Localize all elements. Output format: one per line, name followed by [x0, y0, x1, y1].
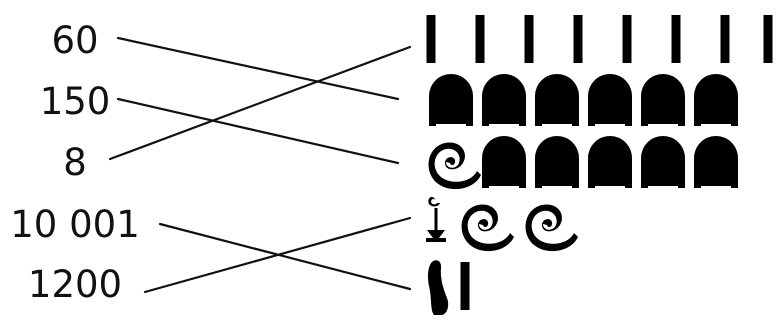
coil-of-rope-icon — [429, 143, 481, 190]
stroke-glyph-icon — [721, 15, 730, 63]
number-8: 8 — [63, 141, 87, 184]
heel-bone-icon — [694, 74, 738, 126]
number-10001: 10 001 — [10, 203, 139, 246]
number-60: 60 — [51, 19, 98, 62]
stroke-glyph-icon — [672, 15, 681, 63]
stroke-glyph-icon — [476, 15, 485, 63]
hieroglyph-row-2 — [429, 74, 738, 126]
heel-bone-icon — [482, 74, 526, 126]
stroke-glyph-icon — [427, 15, 436, 63]
connector-8-to-row1 — [110, 47, 410, 159]
connector-150-to-row3 — [118, 99, 398, 163]
connector-1200-to-row4 — [145, 218, 410, 292]
number-150: 150 — [40, 80, 111, 123]
heel-bone-icon — [641, 74, 685, 126]
coil-of-rope-icon — [462, 205, 514, 252]
stroke-glyph-icon — [525, 15, 534, 63]
stroke-glyph-icon — [764, 15, 773, 63]
heel-bone-icon — [482, 136, 526, 188]
hieroglyph-row-5 — [428, 260, 470, 315]
heel-bone-icon — [429, 74, 473, 126]
number-1200: 1200 — [28, 263, 122, 306]
heel-bone-icon — [535, 136, 579, 188]
hieroglyph-row-4 — [426, 197, 578, 251]
heel-bone-icon — [535, 74, 579, 126]
heel-bone-icon — [641, 136, 685, 188]
heel-bone-icon — [694, 136, 738, 188]
coil-of-rope-icon — [526, 205, 578, 252]
stroke-glyph-icon — [623, 15, 632, 63]
hieroglyph-row-3 — [429, 136, 738, 189]
hieroglyph-row-1 — [427, 15, 773, 63]
stroke-glyph-icon — [461, 262, 470, 310]
lotus-flower-icon — [426, 197, 446, 242]
finger-glyph-icon — [428, 260, 448, 315]
connector-10001-to-row5 — [160, 224, 410, 289]
connector-60-to-row2 — [118, 38, 398, 99]
heel-bone-icon — [588, 136, 632, 188]
stroke-glyph-icon — [574, 15, 583, 63]
heel-bone-icon — [588, 74, 632, 126]
